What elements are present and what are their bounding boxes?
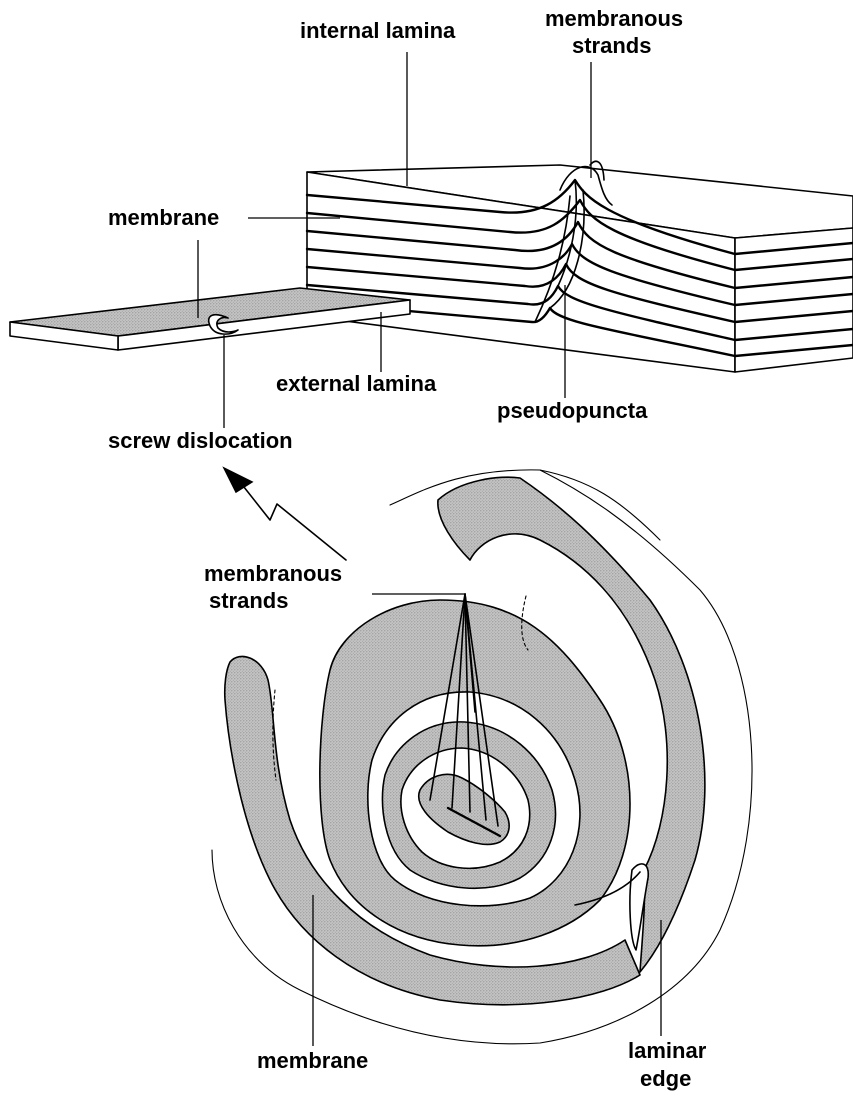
laminae-block bbox=[307, 161, 853, 372]
label-laminar-edge-1: laminar bbox=[628, 1040, 706, 1062]
label-membrane-top: membrane bbox=[108, 207, 219, 229]
label-laminar-edge-2: edge bbox=[640, 1068, 691, 1090]
label-external-lamina: external lamina bbox=[276, 373, 436, 395]
label-membranous-strands-mid-1: membranous bbox=[204, 563, 342, 585]
label-membranous-strands-mid-2: strands bbox=[209, 590, 288, 612]
external-lamina-slab bbox=[10, 288, 410, 350]
label-membranous-strands-top-1: membranous bbox=[545, 8, 683, 30]
label-pseudopuncta: pseudopuncta bbox=[497, 400, 647, 422]
spiral-structure bbox=[212, 470, 752, 1044]
label-membranous-strands-top-2: strands bbox=[572, 35, 651, 57]
zigzag-arrow bbox=[224, 468, 346, 560]
label-screw-dislocation: screw dislocation bbox=[108, 430, 293, 452]
label-internal-lamina: internal lamina bbox=[300, 20, 455, 42]
label-membrane-bottom: membrane bbox=[257, 1050, 368, 1072]
